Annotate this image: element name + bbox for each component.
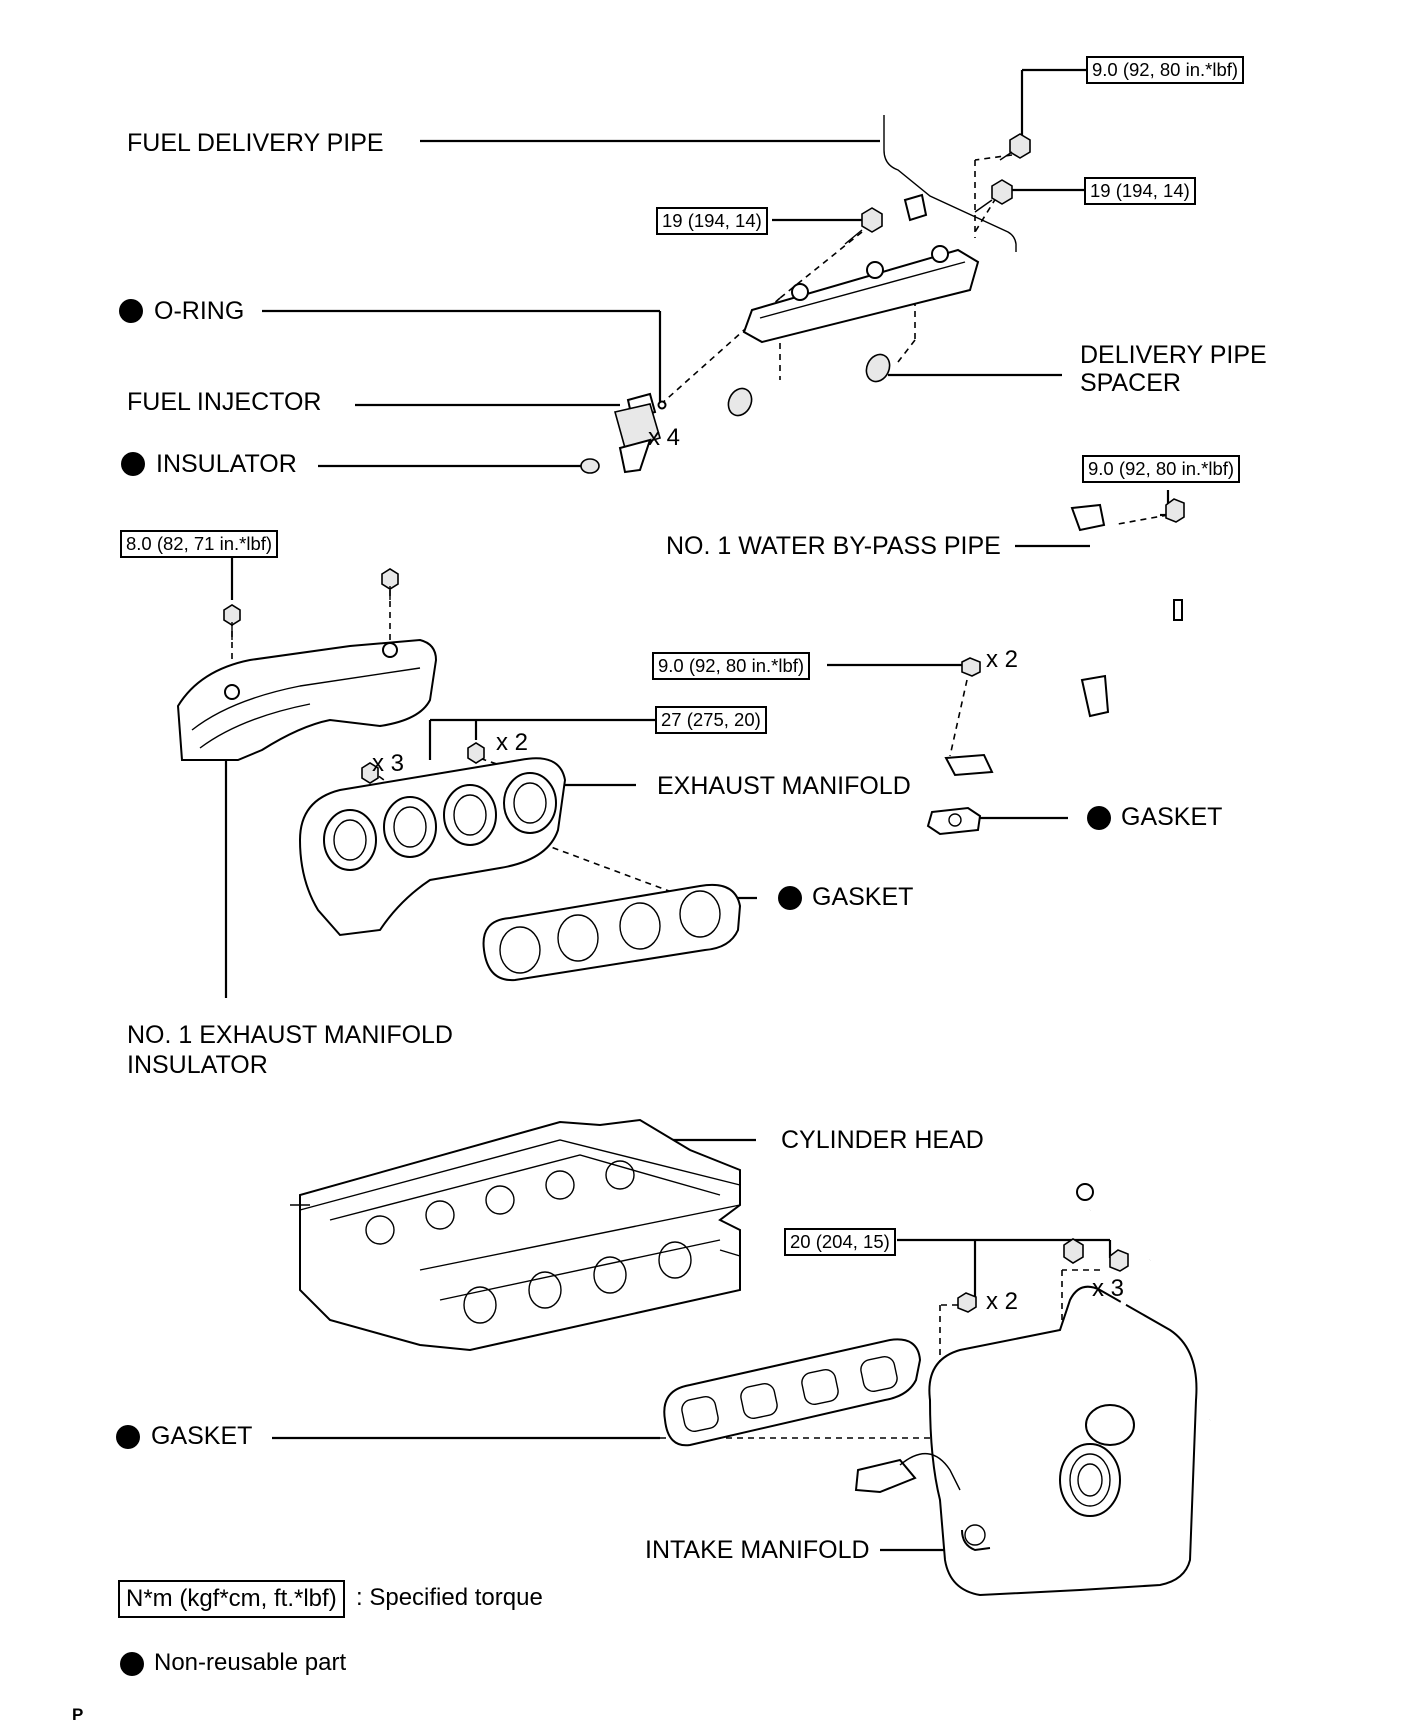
exhaust-manifold-drawing [298, 742, 567, 937]
count-exhaust-nut: x 2 [496, 729, 529, 756]
label-fuel-injector: FUEL INJECTOR [127, 388, 322, 416]
injector-drawing [580, 353, 891, 474]
torque-box-8: 20 (204, 15) [784, 1228, 896, 1256]
leader-lines [224, 68, 1170, 1552]
label-gasket-exhaust: GASKET [812, 883, 914, 911]
label-exhaust-insulator-line1: NO. 1 EXHAUST MANIFOLD [127, 1021, 453, 1049]
torque-box-7: 27 (275, 20) [655, 706, 767, 734]
intake-gasket-drawing [663, 1338, 922, 1447]
intake-manifold-drawing [854, 1183, 1247, 1597]
legend-nonreusable-text: Non-reusable part [154, 1649, 347, 1676]
label-gasket-water: GASKET [1121, 803, 1223, 831]
exhaust-gasket-drawing [482, 884, 742, 982]
torque-box-1: 9.0 (92, 80 in.*lbf) [1086, 56, 1245, 84]
torque-box-3: 19 (194, 14) [656, 207, 768, 235]
label-delivery-pipe-spacer-line2: SPACER [1080, 369, 1181, 397]
torque-box-5: 8.0 (82, 71 in.*lbf) [120, 530, 279, 558]
count-exhaust-bolt: x 3 [372, 750, 405, 777]
label-cylinder-head: CYLINDER HEAD [781, 1126, 984, 1154]
torque-box-6: 9.0 (92, 80 in.*lbf) [652, 652, 811, 680]
count-intake-bolt: x 3 [1092, 1275, 1125, 1302]
fuel-delivery-pipe-drawing [742, 115, 1017, 344]
label-insulator: INSULATOR [156, 450, 297, 478]
nonreusable-marker-insulator [121, 452, 145, 476]
label-exhaust-manifold: EXHAUST MANIFOLD [657, 772, 911, 800]
label-gasket-intake: GASKET [151, 1422, 253, 1450]
label-delivery-pipe-spacer-line1: DELIVERY PIPE [1080, 341, 1267, 369]
nonreusable-marker-o-ring [119, 299, 143, 323]
label-o-ring: O-RING [154, 297, 245, 325]
nonreusable-marker-gasket-water [1087, 806, 1111, 830]
legend-nonreusable-marker [120, 1652, 144, 1676]
cylinder-head-drawing [290, 1118, 741, 1352]
label-exhaust-insulator-line2: INSULATOR [127, 1051, 268, 1079]
corner-mark: P [72, 1705, 84, 1724]
water-bypass-pipe-drawing [926, 498, 1185, 836]
label-water-bypass-pipe: NO. 1 WATER BY-PASS PIPE [666, 532, 1001, 560]
bolts-top [844, 133, 1031, 245]
label-fuel-delivery-pipe: FUEL DELIVERY PIPE [127, 129, 384, 157]
torque-box-4: 9.0 (92, 80 in.*lbf) [1082, 455, 1241, 483]
count-injector: x 4 [648, 424, 681, 451]
torque-box-2: 19 (194, 14) [1084, 177, 1196, 205]
nonreusable-marker-gasket-intake [116, 1425, 140, 1449]
count-water-nut: x 2 [986, 646, 1019, 673]
nonreusable-marker-gasket-exhaust [778, 886, 802, 910]
legend-torque-unit-box: N*m (kgf*cm, ft.*lbf) [118, 1580, 345, 1618]
legend-torque-text: : Specified torque [356, 1584, 543, 1611]
label-intake-manifold: INTAKE MANIFOLD [645, 1536, 870, 1564]
exhaust-insulator-drawing [176, 568, 438, 761]
count-intake-nut: x 2 [986, 1288, 1019, 1315]
